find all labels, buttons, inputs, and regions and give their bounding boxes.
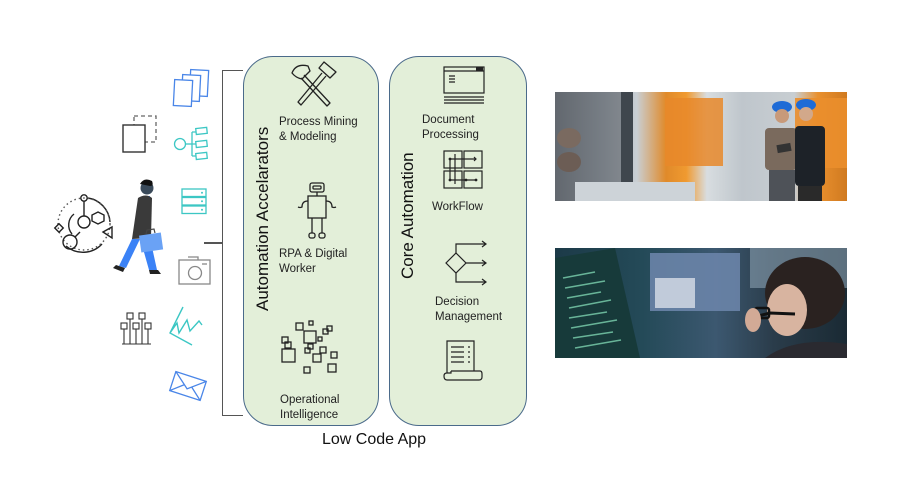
scroll-document-icon (442, 339, 484, 383)
scattered-squares-icon (280, 319, 346, 383)
camera-icon (178, 252, 212, 286)
item-label: Process Mining & Modeling (279, 116, 358, 143)
core-automation-panel: Core Automation Document Processing (389, 56, 527, 426)
server-stack-icon (181, 188, 207, 216)
panel-title: Automation Accelarators (253, 126, 272, 311)
grouping-bracket (222, 70, 243, 416)
engineers-factory-photo (555, 92, 847, 201)
item-label: WorkFlow (432, 201, 483, 213)
connected-nodes-circle-icon (52, 192, 116, 256)
item-label: RPA & Digital Worker (279, 248, 348, 275)
walking-person-icon (110, 176, 168, 278)
item-label: Document Processing (422, 114, 479, 141)
low-code-app-title: Low Code App (322, 431, 427, 448)
automation-accelerators-panel: Automation Accelarators Process Mining &… (243, 56, 379, 426)
circuit-pins-icon (120, 310, 154, 346)
robot-icon (296, 181, 340, 245)
panel-title: Core Automation (398, 152, 417, 279)
bracket-connector-line (204, 242, 222, 244)
zigzag-chart-icon (165, 305, 207, 349)
documents-stack-icon (170, 68, 214, 110)
hammers-icon (286, 59, 346, 109)
envelope-icon (168, 368, 208, 404)
analyst-monitors-photo (555, 248, 847, 358)
document-window-icon (442, 65, 486, 107)
item-label: Operational Intelligence (280, 394, 340, 421)
workflow-grid-icon (442, 149, 486, 191)
decision-diamond-icon (442, 239, 490, 287)
hierarchy-tree-icon (172, 122, 212, 162)
dashed-copy-icon (120, 112, 160, 154)
item-label: Decision Management (435, 296, 503, 323)
